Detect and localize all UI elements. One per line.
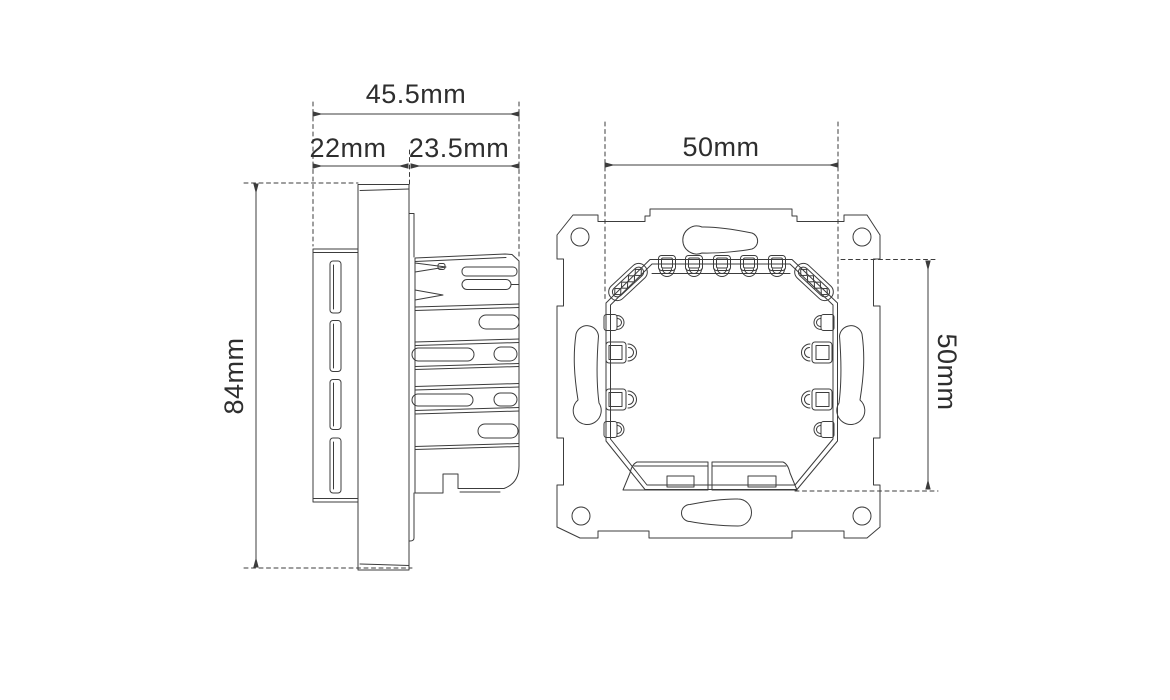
terminal-block-right [711,461,798,491]
curved-slot-left [572,325,602,426]
label-back-width: 50mm [682,132,759,162]
extension-lines [604,121,939,492]
label-front-depth: 22mm [309,133,386,163]
retaining-claw-lower [414,289,444,301]
mounting-plate-outline [556,208,881,539]
dimension-labels: 45.5mm 22mm 23.5mm 84mm 50mm 50mm [219,79,962,415]
retaining-claw-top [414,262,447,273]
back-view-dimension-lines [604,121,939,492]
side-view-dimension-lines [243,101,520,569]
label-total-depth: 45.5mm [366,79,467,109]
label-back-height: 50mm [932,333,962,410]
side-view-drawing [243,101,520,571]
clamp-strip-left [608,262,648,302]
label-height: 84mm [219,337,249,414]
keyhole-slot-top [682,225,759,255]
terminal-block-left [622,461,709,491]
extension-lines [243,101,520,569]
side-view-rear-frame-edge [408,213,415,542]
label-rear-depth: 23.5mm [409,133,510,163]
claw-tip [437,263,446,270]
side-view-module-body [411,253,520,494]
back-view-drawing [556,121,939,539]
keyhole-slot-bottom [681,498,752,527]
right-wire-clips [801,314,835,438]
left-wire-clips [603,314,637,438]
clamp-strip-right [794,262,834,302]
body-slots [411,266,520,439]
side-view-front-panel [357,184,410,571]
top-wire-clips [658,255,786,277]
body-ribs [414,303,520,450]
corner-screw-holes [570,227,872,526]
